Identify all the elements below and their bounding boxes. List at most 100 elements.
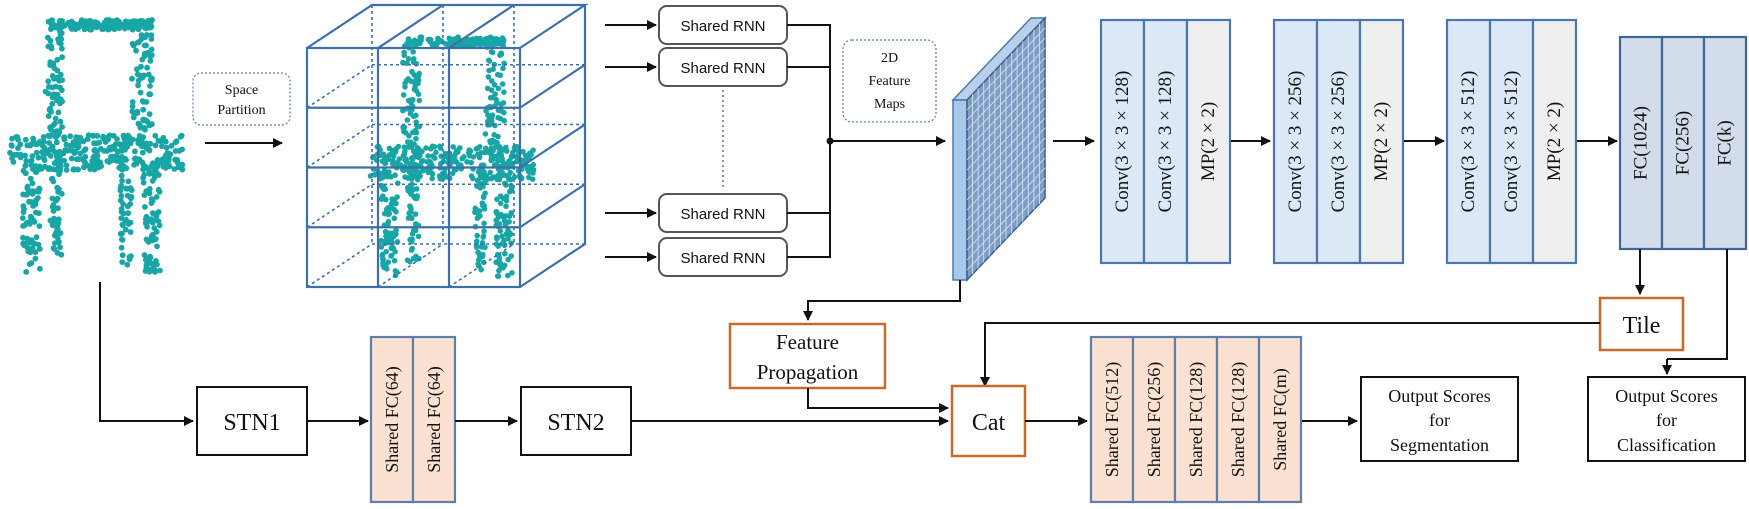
point	[126, 254, 133, 260]
point	[453, 159, 460, 165]
point	[55, 205, 61, 212]
point	[40, 134, 47, 140]
point	[68, 155, 75, 162]
point	[397, 162, 404, 168]
point	[486, 58, 493, 64]
point	[413, 153, 419, 160]
point	[402, 80, 408, 87]
point	[495, 273, 502, 279]
point	[118, 236, 125, 243]
conv2-cell-3	[1358, 18, 1405, 265]
point	[385, 218, 392, 225]
point	[400, 92, 407, 98]
cube-chair-point-cloud	[367, 34, 537, 279]
point	[53, 139, 60, 146]
point	[485, 74, 492, 80]
point	[32, 255, 39, 262]
point	[17, 151, 24, 158]
point	[433, 149, 439, 156]
point	[22, 163, 29, 169]
conv-block-1: Conv(3 × 3 × 128)Conv(3 × 3 × 128)MP(2 ×…	[1099, 18, 1232, 265]
point	[115, 148, 121, 155]
conv2-label-2: Conv(3 × 3 × 256)	[1328, 71, 1349, 213]
point	[403, 158, 410, 164]
point	[61, 134, 67, 141]
shared-rnn-label-4: Shared RNN	[680, 250, 765, 267]
point	[140, 117, 147, 124]
conv3-label-1: Conv(3 × 3 × 512)	[1458, 71, 1479, 213]
propagation-line2: Propagation	[757, 360, 859, 384]
point	[380, 256, 386, 263]
point	[472, 209, 478, 215]
point	[153, 228, 160, 235]
point	[27, 239, 33, 246]
point	[386, 169, 392, 175]
point	[413, 227, 419, 234]
point	[119, 252, 126, 259]
point	[63, 141, 70, 148]
point	[488, 155, 495, 161]
conv1-label-1: Conv(3 × 3 × 128)	[1112, 71, 1133, 213]
conv1-cell-1	[1099, 18, 1146, 265]
point	[152, 132, 159, 139]
point	[172, 156, 179, 163]
point	[503, 197, 510, 204]
point	[35, 154, 42, 161]
point	[139, 149, 146, 156]
slab-grid-line	[966, 37, 1046, 121]
point	[118, 215, 125, 222]
point	[498, 101, 504, 107]
point	[49, 101, 56, 107]
shared-rnn-label-2: Shared RNN	[680, 60, 765, 77]
conv2-label-3: MP(2 × 2)	[1371, 102, 1392, 181]
point	[141, 50, 148, 57]
point	[480, 233, 487, 239]
point	[474, 215, 481, 221]
point	[117, 197, 124, 204]
point	[47, 153, 54, 159]
point	[59, 124, 65, 130]
point	[165, 150, 171, 157]
point	[410, 49, 416, 55]
point	[505, 272, 511, 279]
fc-cell-2	[1660, 35, 1706, 251]
point	[61, 157, 67, 164]
point	[474, 232, 480, 239]
point	[381, 173, 387, 180]
point	[57, 118, 64, 125]
point	[46, 107, 53, 113]
point	[123, 185, 129, 192]
point	[119, 259, 126, 265]
point	[23, 191, 29, 198]
fc-cell-3	[1702, 35, 1748, 251]
point	[499, 35, 506, 41]
point	[20, 167, 27, 174]
point	[23, 269, 30, 275]
point	[471, 38, 477, 45]
propagation-to-cat-line	[807, 388, 949, 413]
point	[122, 226, 129, 233]
point	[94, 133, 101, 139]
conv3-cell-1	[1445, 18, 1492, 265]
shared-rnn-column: Shared RNN Shared RNN Shared RNN Shared …	[605, 5, 946, 277]
slab-to-propagation-line	[803, 280, 961, 321]
point	[479, 174, 485, 180]
point	[82, 153, 89, 160]
slab-grid-line	[966, 147, 1046, 231]
point	[408, 144, 414, 150]
point	[476, 154, 483, 161]
point	[140, 106, 147, 113]
point	[143, 99, 150, 105]
point	[153, 168, 159, 175]
point	[502, 250, 508, 257]
point	[143, 236, 150, 243]
point	[29, 245, 36, 251]
propagation-line1: Feature	[776, 330, 839, 354]
point	[94, 140, 100, 147]
point	[413, 135, 419, 142]
point	[125, 203, 131, 210]
point	[40, 138, 47, 145]
point	[93, 163, 99, 170]
point	[55, 132, 62, 138]
point	[168, 142, 175, 149]
